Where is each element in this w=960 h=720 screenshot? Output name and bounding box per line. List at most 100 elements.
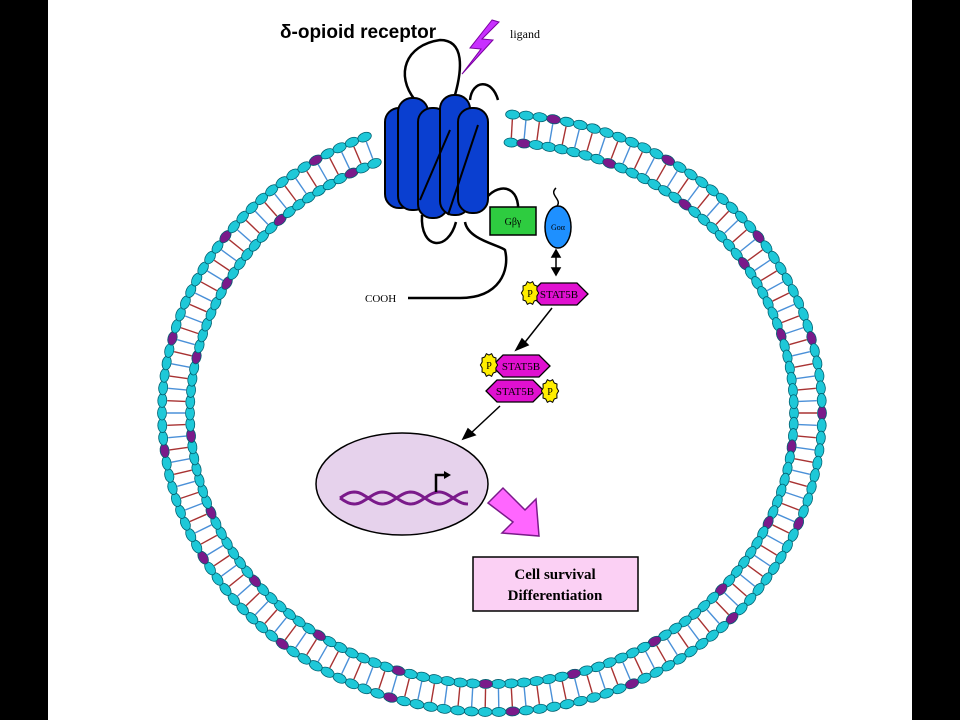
outcome-line-1: Cell survival <box>514 567 595 583</box>
lipid-tail <box>189 303 207 313</box>
lipid-tail <box>341 657 351 675</box>
stat5b-dimer-bottom: STAT5B <box>485 379 545 403</box>
lipid-tail <box>772 524 790 534</box>
lipid-head <box>812 355 823 371</box>
lipid-tail <box>168 435 187 439</box>
lipid-tail <box>610 141 619 159</box>
lipid-tail <box>666 639 678 656</box>
lipid-head <box>816 393 827 408</box>
lipid-tail <box>666 170 678 187</box>
svg-text:P: P <box>547 387 553 398</box>
lipid-tail <box>167 399 186 403</box>
outcome-box <box>472 556 639 612</box>
svg-text:STAT5B: STAT5B <box>540 289 578 301</box>
lipid-tail <box>760 270 777 281</box>
lipid-tail <box>781 315 800 324</box>
lipid-head <box>546 701 561 712</box>
lipid-tail <box>228 574 244 587</box>
lipid-head <box>528 139 544 150</box>
lipid-tail <box>574 129 580 148</box>
lipid-tail <box>548 683 554 702</box>
lipid-head <box>491 707 507 717</box>
lipid-tail <box>207 545 224 556</box>
svg-text:P: P <box>486 361 492 372</box>
lipid-tail <box>228 239 244 252</box>
lipid-tail <box>622 146 631 164</box>
lipid-tail <box>177 338 195 346</box>
lipid-head <box>599 688 614 699</box>
lipid-tail <box>789 480 807 488</box>
lipid-tail <box>180 491 199 499</box>
lipid-tail <box>548 124 554 143</box>
lipid-head <box>477 707 493 717</box>
lipid-tail <box>523 120 527 139</box>
lipid-head <box>559 699 575 710</box>
lipid-tail <box>724 592 739 606</box>
lipid-tail <box>284 624 297 641</box>
lipid-tail <box>766 281 784 292</box>
lipid-head <box>396 695 411 707</box>
lipid-tail <box>391 675 398 693</box>
lipid-tail <box>798 423 817 427</box>
lipid-tail <box>237 583 252 597</box>
lipid-tail <box>656 645 667 662</box>
lipid-tail <box>536 122 541 141</box>
lipid-tail <box>221 249 237 262</box>
interaction-arrow <box>550 248 562 277</box>
lipid-tail <box>754 555 771 567</box>
lipid-tail <box>341 151 351 169</box>
lipid-tail <box>561 126 567 145</box>
lipid-tail <box>510 119 514 138</box>
lipid-head <box>532 703 548 714</box>
lipid-head <box>815 380 826 396</box>
lipid-tail <box>284 185 297 202</box>
lipid-tail <box>171 363 190 368</box>
lipid-tail <box>706 202 720 217</box>
lipid-head <box>814 443 825 459</box>
lipid-tail <box>295 632 307 648</box>
lipid-head <box>541 141 557 152</box>
lipid-tail <box>430 683 436 702</box>
ligand-label: ligand <box>510 27 540 41</box>
lipid-tail <box>794 363 813 368</box>
lipid-tail <box>697 193 710 209</box>
lipid-head <box>164 343 175 358</box>
lipid-head <box>553 144 569 155</box>
lipid-tail <box>194 524 212 534</box>
lipid-tail <box>785 327 804 335</box>
lipid-head <box>553 671 569 682</box>
lipid-tail <box>168 387 187 391</box>
lipid-tail <box>794 458 813 463</box>
lipid-tail <box>169 375 188 380</box>
lipid-head <box>463 706 479 717</box>
lipid-tail <box>715 210 730 225</box>
lipid-head <box>157 393 168 408</box>
ligand-bolt-icon <box>461 19 500 75</box>
goa-oval <box>544 205 572 249</box>
lipid-tail <box>306 170 318 187</box>
lipid-tail <box>200 281 218 292</box>
goa-label: Goα <box>551 223 566 232</box>
lipid-tail <box>740 574 756 587</box>
lipid-tail <box>404 678 410 697</box>
lipid-tail <box>245 592 260 606</box>
lipid-head <box>516 677 532 688</box>
lipid-tail <box>610 667 619 685</box>
goa-anchor <box>553 187 559 208</box>
lipid-tail <box>353 662 362 680</box>
lipid-head <box>161 455 172 471</box>
lipid-head <box>518 110 534 121</box>
stat5b-dimer-top: STAT5B <box>491 354 551 378</box>
svg-text:STAT5B: STAT5B <box>502 361 540 373</box>
lipid-head <box>573 695 588 707</box>
cooh-label: COOH <box>365 293 396 305</box>
phosphate-icon: P <box>520 281 540 305</box>
lipid-tail <box>777 513 795 523</box>
lipid-head <box>503 678 519 689</box>
lipid-head <box>357 131 372 143</box>
lipid-head <box>546 114 561 125</box>
lipid-head <box>159 367 170 383</box>
lipid-tail <box>184 502 203 511</box>
lipid-head <box>440 676 456 687</box>
lipid-tail <box>329 157 339 175</box>
